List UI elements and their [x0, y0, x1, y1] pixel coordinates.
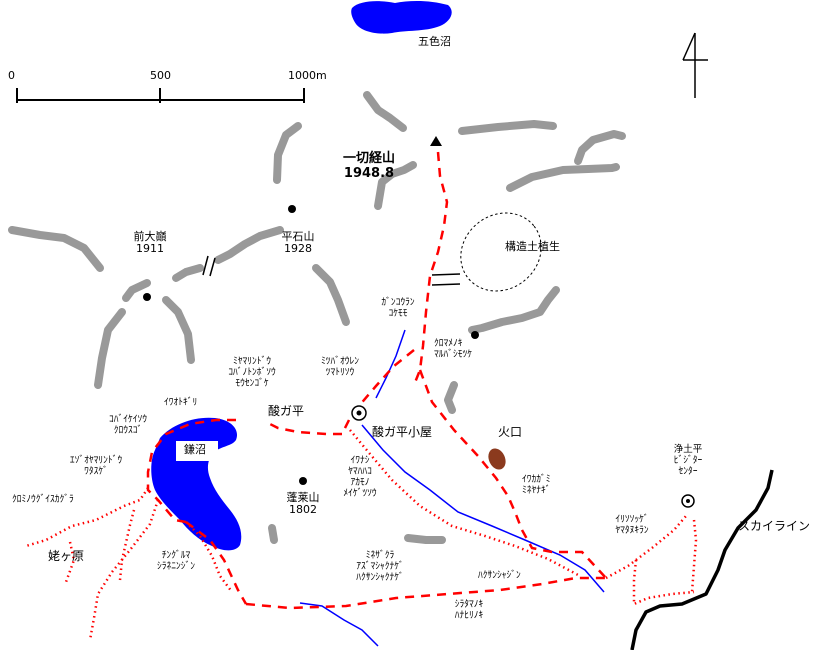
label-kamanuma: 鎌沼: [184, 443, 206, 456]
label-skyline: スカイライン: [738, 519, 811, 533]
label-jododaira: 浄土平 ﾋﾞｼﾞﾀｰ ｾﾝﾀｰ: [673, 444, 703, 477]
label-sukagadaira: 酸ガ平: [268, 404, 305, 418]
crater: [488, 448, 506, 470]
label-hakusanshajin: ﾊｸｻﾝｼｬｼﾞﾝ: [478, 570, 521, 581]
hut-marker: [351, 405, 367, 421]
label-kuromamenoki: ｸﾛﾏﾒﾉｷ ﾏﾙﾊﾞｼﾓﾂｹ: [434, 338, 473, 360]
ridges: [8, 91, 626, 544]
dotted-trails: [25, 429, 698, 641]
label-iwakagami: ｲﾜｶｶﾞﾐ ﾐﾈﾔﾅｷﾞ: [522, 474, 551, 496]
label-chinguruma: ﾁﾝｸﾞﾙﾏ ｼﾗﾈﾆﾝｼﾞﾝ: [156, 550, 195, 572]
label-ezoomamarindo: ｴｿﾞｵﾔﾏﾘﾝﾄﾞｳ ﾜﾀｽｹﾞ: [69, 455, 123, 477]
visitor-center-marker: [681, 494, 695, 508]
label-iwanashi: ｲﾜﾅｼ ﾔﾏﾊﾊｺ ｱｶﾓﾉ ﾒｲｹﾞﾂｿｳ: [343, 455, 377, 499]
scale-label-0: 0: [8, 69, 15, 82]
label-miyamarindo: ﾐﾔﾏﾘﾝﾄﾞｳ ｺﾊﾞﾉﾄﾝﾎﾞｿｳ ﾓｳｾﾝｺﾞｹ: [228, 356, 276, 389]
label-mitsubaoren: ﾐﾂﾊﾞｵｳﾚﾝ ﾂﾏﾄﾘｿｳ: [320, 356, 359, 378]
label-irizossuge: ｲﾘｿｿｯｹﾞ ﾔﾏﾀﾇｷﾗﾝ: [615, 514, 649, 536]
pass-marks: [202, 255, 216, 277]
peak-dot-horai: [299, 477, 307, 485]
peak-dot-hiraishi: [288, 205, 296, 213]
skyline-road: [630, 469, 774, 650]
dashed-trails: [146, 151, 607, 610]
bridge: [431, 273, 461, 286]
scale-bar: [16, 88, 305, 103]
streams: [299, 329, 605, 647]
kamanuma-label-box: [176, 441, 218, 461]
label-kakou: 火口: [498, 425, 523, 439]
scale-label-500: 500: [150, 69, 171, 82]
point-dot-kuromame: [471, 331, 479, 339]
label-kobaikeisou: ｺﾊﾞｲｹｲｿｳ ｸﾛｳｽｺﾞ: [108, 414, 147, 436]
summit-marker: [430, 136, 442, 146]
label-goshiki-numa: 五色沼: [418, 35, 451, 48]
north-arrow-icon: [682, 32, 708, 98]
label-sukagadaira-hut: 酸ガ平小屋: [372, 425, 433, 439]
label-kuromino: ｸﾛﾐﾉｳｸﾞｲｽｶｸﾞﾗ: [12, 494, 74, 505]
label-gankouran: ｶﾞﾝｺｳﾗﾝ ｺｹﾓﾓ: [381, 297, 415, 319]
label-ubagahara: 姥ヶ原: [48, 549, 85, 563]
label-kozo-dosyokusei: 構造土植生: [505, 240, 560, 253]
label-minezakura: ﾐﾈｻﾞｸﾗ ｱｽﾞﾏｼｬｸﾅｹﾞ ﾊｸｻﾝｼｬｸﾅｹﾞ: [356, 550, 404, 583]
scale-label-1000: 1000m: [288, 69, 327, 82]
kamanuma-lake: [151, 417, 242, 551]
label-iwaotogiri: ｲﾜｵﾄｷﾞﾘ: [164, 397, 198, 408]
peak-dot-maeo: [143, 293, 151, 301]
goshiki-numa-lake: [351, 0, 452, 34]
label-shiratamanoki: ｼﾗﾀﾏﾉｷ ﾊﾅﾋﾘﾉｷ: [454, 599, 484, 621]
